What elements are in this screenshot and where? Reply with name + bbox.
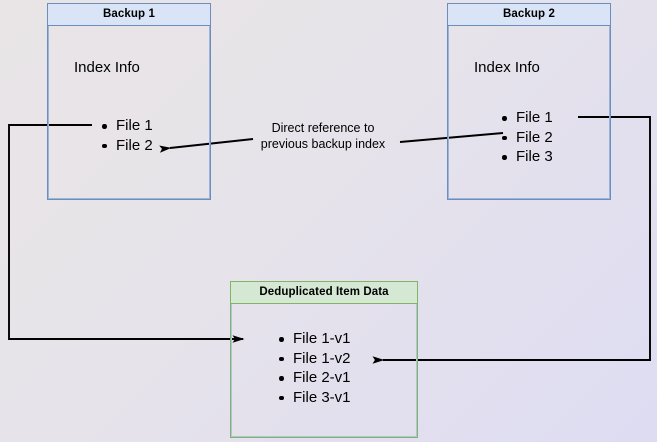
node-backup-1[interactable]: Backup 1 Index Info File 1 File 2	[47, 3, 211, 200]
edge-label-line-2: previous backup index	[260, 137, 386, 151]
list-item: File 2	[500, 128, 553, 148]
node-deduplicated-item-data[interactable]: Deduplicated Item Data File 1-v1 File 1-…	[230, 281, 418, 438]
list-item: File 1	[500, 108, 553, 128]
edge-label-direct-reference: Direct reference to previous backup inde…	[238, 120, 408, 152]
node-backup-2-header: Backup 2	[448, 4, 610, 26]
node-backup-2-body: Index Info File 1 File 2 File 3	[448, 26, 610, 199]
backup-2-index-info-label: Index Info	[474, 59, 540, 76]
list-item: File 1-v1	[277, 329, 351, 349]
node-backup-1-header: Backup 1	[48, 4, 210, 26]
edge-label-line-1: Direct reference to	[271, 121, 375, 135]
node-backup-1-body: Index Info File 1 File 2	[48, 26, 210, 199]
backup-2-file-list: File 1 File 2 File 3	[500, 108, 553, 167]
list-item: File 1	[100, 116, 153, 136]
node-deduplicated-item-data-body: File 1-v1 File 1-v2 File 2-v1 File 3-v1	[231, 304, 417, 437]
backup-1-index-info-label: Index Info	[74, 59, 140, 76]
list-item: File 2-v1	[277, 368, 351, 388]
node-backup-2[interactable]: Backup 2 Index Info File 1 File 2 File 3	[447, 3, 611, 200]
list-item: File 2	[100, 136, 153, 156]
backup-1-file-list: File 1 File 2	[100, 116, 153, 155]
list-item: File 3	[500, 147, 553, 167]
list-item: File 3-v1	[277, 388, 351, 408]
list-item: File 1-v2	[277, 349, 351, 369]
dedup-file-list: File 1-v1 File 1-v2 File 2-v1 File 3-v1	[277, 329, 351, 407]
node-deduplicated-item-data-header: Deduplicated Item Data	[231, 282, 417, 304]
